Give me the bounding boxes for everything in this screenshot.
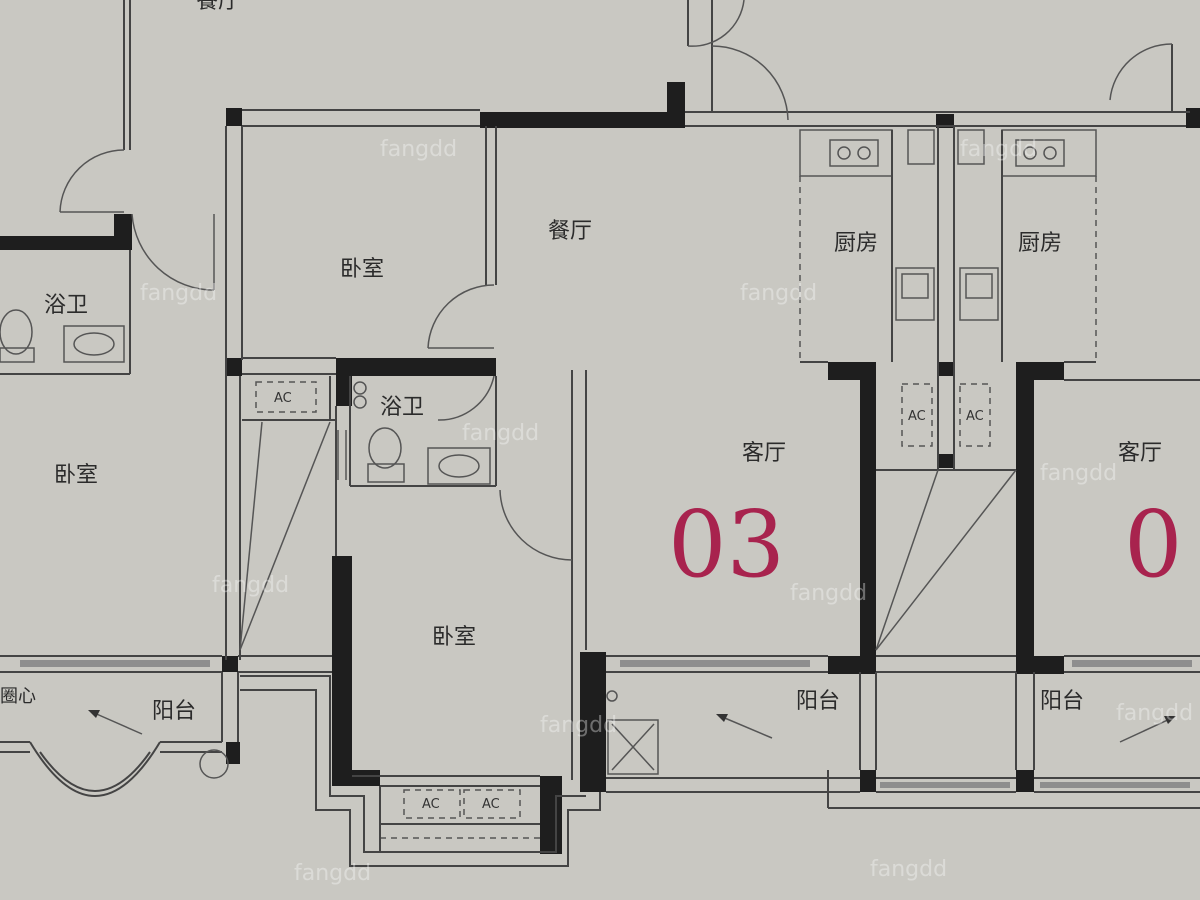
ac-label: AC (966, 409, 984, 424)
room-label-bedroom-left: 卧室 (54, 463, 98, 488)
watermark-logo: fangdd (790, 581, 867, 606)
room-label-kitchen-a: 厨房 (834, 231, 878, 256)
fixtures (0, 129, 1065, 775)
walls (0, 82, 1200, 854)
watermark-logo: fangdd (740, 281, 817, 306)
doors (59, 0, 1173, 779)
room-label-balcony-right: 阳台 (1040, 689, 1084, 714)
watermark-logo: fangdd (1116, 701, 1193, 726)
windows (20, 660, 1192, 788)
room-label-bath-center: 浴卫 (380, 395, 424, 420)
room-label-left-cut: 圈心 (0, 686, 36, 707)
watermark-logo: fangdd (1040, 461, 1117, 486)
partition-lines (0, 0, 1200, 867)
watermark-logo: fangdd (960, 137, 1037, 162)
unit-number-main: 03 (668, 491, 785, 598)
unit-numbers: 03 0 (668, 491, 1183, 598)
watermark-logo: fangdd (140, 281, 217, 306)
ac-label: AC (422, 797, 440, 812)
ac-label: AC (482, 797, 500, 812)
ac-label: AC (274, 391, 292, 406)
unit-number-right: 0 (1124, 491, 1183, 598)
room-label-dining: 餐厅 (548, 219, 592, 244)
ac-units: AC AC AC AC AC (255, 381, 991, 819)
ac-label: AC (908, 409, 926, 424)
room-label-living-main: 客厅 (742, 441, 786, 466)
room-label-top-cut: 餐厅 (196, 0, 240, 14)
watermark-logo: fangdd (212, 573, 289, 598)
room-label-balcony-center: 阳台 (796, 689, 840, 714)
watermark-logo: fangdd (870, 857, 947, 882)
room-label-kitchen-b: 厨房 (1018, 231, 1062, 256)
room-label-balcony-left: 阳台 (152, 699, 196, 724)
watermarks: fangdd fangdd fangdd fangdd fangdd fangd… (140, 137, 1193, 886)
watermark-logo: fangdd (294, 861, 371, 886)
room-labels: 餐厅 卧室 餐厅 厨房 厨房 浴卫 浴卫 卧室 客厅 客厅 卧室 阳台 阳台 阳… (0, 0, 1162, 724)
room-label-bath-left: 浴卫 (44, 293, 88, 318)
watermark-logo: fangdd (380, 137, 457, 162)
watermark-logo: fangdd (540, 713, 617, 738)
room-label-bedroom-center: 卧室 (432, 625, 476, 650)
room-label-living-right: 客厅 (1118, 441, 1162, 466)
room-label-bedroom-top: 卧室 (340, 257, 384, 282)
direction-arrows (88, 710, 1176, 743)
watermark-logo: fangdd (462, 421, 539, 446)
